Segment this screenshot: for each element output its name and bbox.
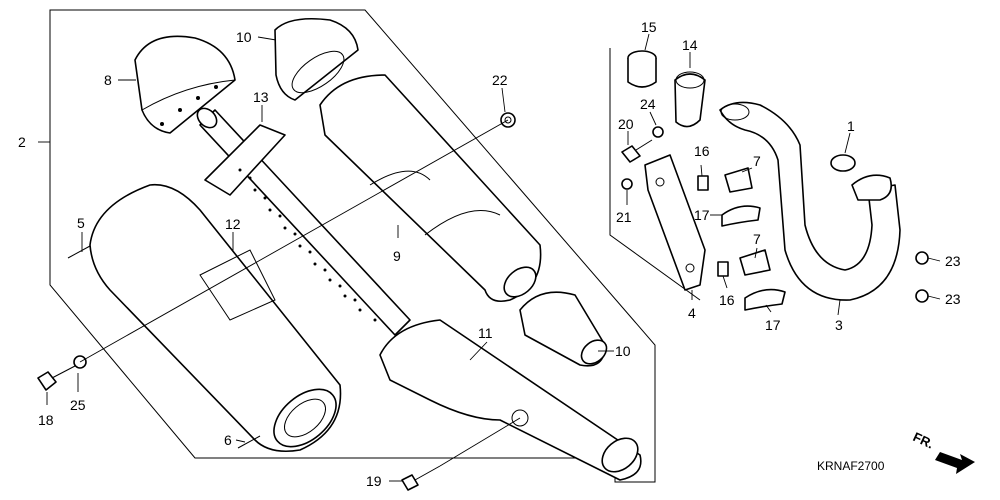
callout-21: 21 xyxy=(616,209,632,225)
bolt-19-part xyxy=(401,465,441,491)
callout-25: 25 xyxy=(70,397,86,413)
stay-7a-part xyxy=(724,167,753,193)
callout-12: 12 xyxy=(225,216,241,232)
heat-shield-part xyxy=(644,154,706,291)
callout-1: 1 xyxy=(847,118,855,134)
glass-wool-part xyxy=(319,74,542,303)
gasket-1-part xyxy=(830,154,856,172)
callout-10b: 10 xyxy=(615,343,631,359)
callout-4: 4 xyxy=(688,305,696,321)
bolt-18-part xyxy=(37,365,76,391)
washer-connection-line xyxy=(79,119,509,363)
callout-18: 18 xyxy=(38,412,54,428)
callout-11: 11 xyxy=(478,325,493,341)
grommet-21-part xyxy=(621,178,633,190)
washer-24-part xyxy=(652,126,664,138)
callout-5: 5 xyxy=(77,215,85,231)
clip-16b-part xyxy=(717,261,729,277)
end-cap-insulator-top-part xyxy=(274,17,359,101)
diagram-code: KRNAF2700 xyxy=(817,459,885,473)
nut-23b-part xyxy=(915,289,929,303)
nut-23a-part xyxy=(915,251,929,265)
insulator-bottom-part xyxy=(519,291,608,367)
callout-23b: 23 xyxy=(945,291,961,307)
band-14-part xyxy=(674,71,706,128)
clip-16a-part xyxy=(697,175,709,191)
tailpipe-part xyxy=(196,107,411,336)
pipe-group-outline xyxy=(609,48,701,301)
front-direction-label: FR. xyxy=(911,429,936,451)
callout-3: 3 xyxy=(835,317,843,333)
leader-lines xyxy=(38,33,941,482)
stay-7b-part xyxy=(739,249,771,276)
bolt-19-connection-line xyxy=(439,417,521,467)
callout-22: 22 xyxy=(492,72,508,88)
callout-7b: 7 xyxy=(753,231,761,247)
band-17b-part xyxy=(744,288,786,311)
exhaust-pipe-part xyxy=(719,101,901,301)
callout-17a: 17 xyxy=(694,207,710,223)
joint-collar-15-part xyxy=(627,50,657,88)
callout-20: 20 xyxy=(618,116,634,132)
callout-13: 13 xyxy=(253,89,269,105)
muffler-group-outline xyxy=(49,9,656,483)
muffler-front-part xyxy=(379,319,642,481)
callout-14: 14 xyxy=(682,37,698,53)
callout-9: 9 xyxy=(393,248,401,264)
callout-7a: 7 xyxy=(753,153,761,169)
callout-16a: 16 xyxy=(694,143,710,159)
screw-5-part xyxy=(67,245,91,259)
callout-6: 6 xyxy=(224,432,232,448)
band-17a-part xyxy=(721,205,761,227)
callout-16b: 16 xyxy=(719,292,735,308)
muffler-shell-part xyxy=(89,183,342,453)
callout-24: 24 xyxy=(640,96,656,112)
front-arrow-icon xyxy=(935,452,975,474)
callout-17b: 17 xyxy=(765,317,781,333)
callout-19: 19 xyxy=(366,473,382,489)
callout-8: 8 xyxy=(104,72,112,88)
bolt-20-part xyxy=(621,139,653,163)
callout-15: 15 xyxy=(641,19,657,35)
callout-2: 2 xyxy=(18,134,26,150)
callout-23a: 23 xyxy=(945,253,961,269)
screw-6-part xyxy=(237,435,261,449)
callout-10a: 10 xyxy=(236,29,252,45)
end-cap-part xyxy=(134,35,236,134)
front-direction-indicator: FR. xyxy=(911,429,975,474)
